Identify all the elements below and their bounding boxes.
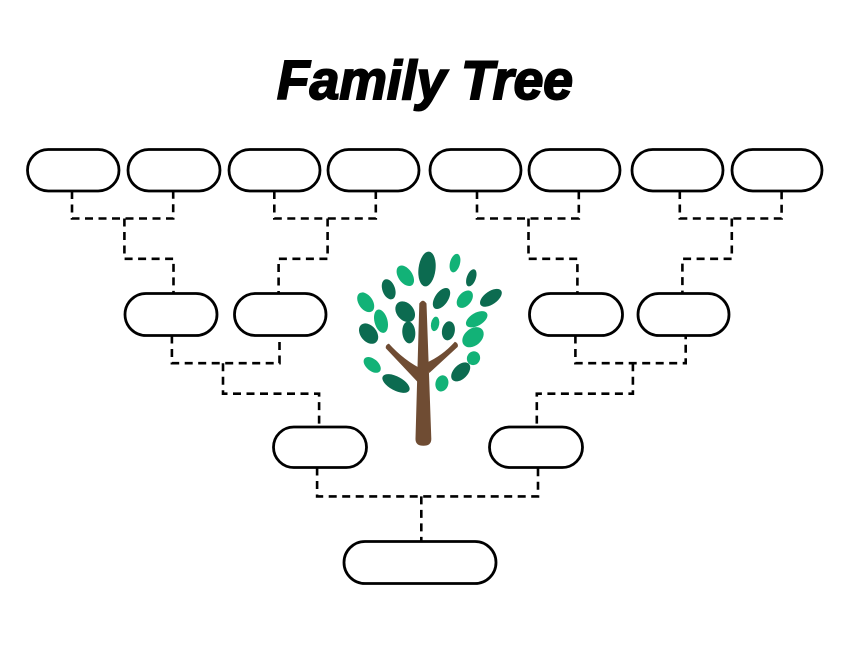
- svg-text:Family Tree: Family Tree: [277, 49, 573, 111]
